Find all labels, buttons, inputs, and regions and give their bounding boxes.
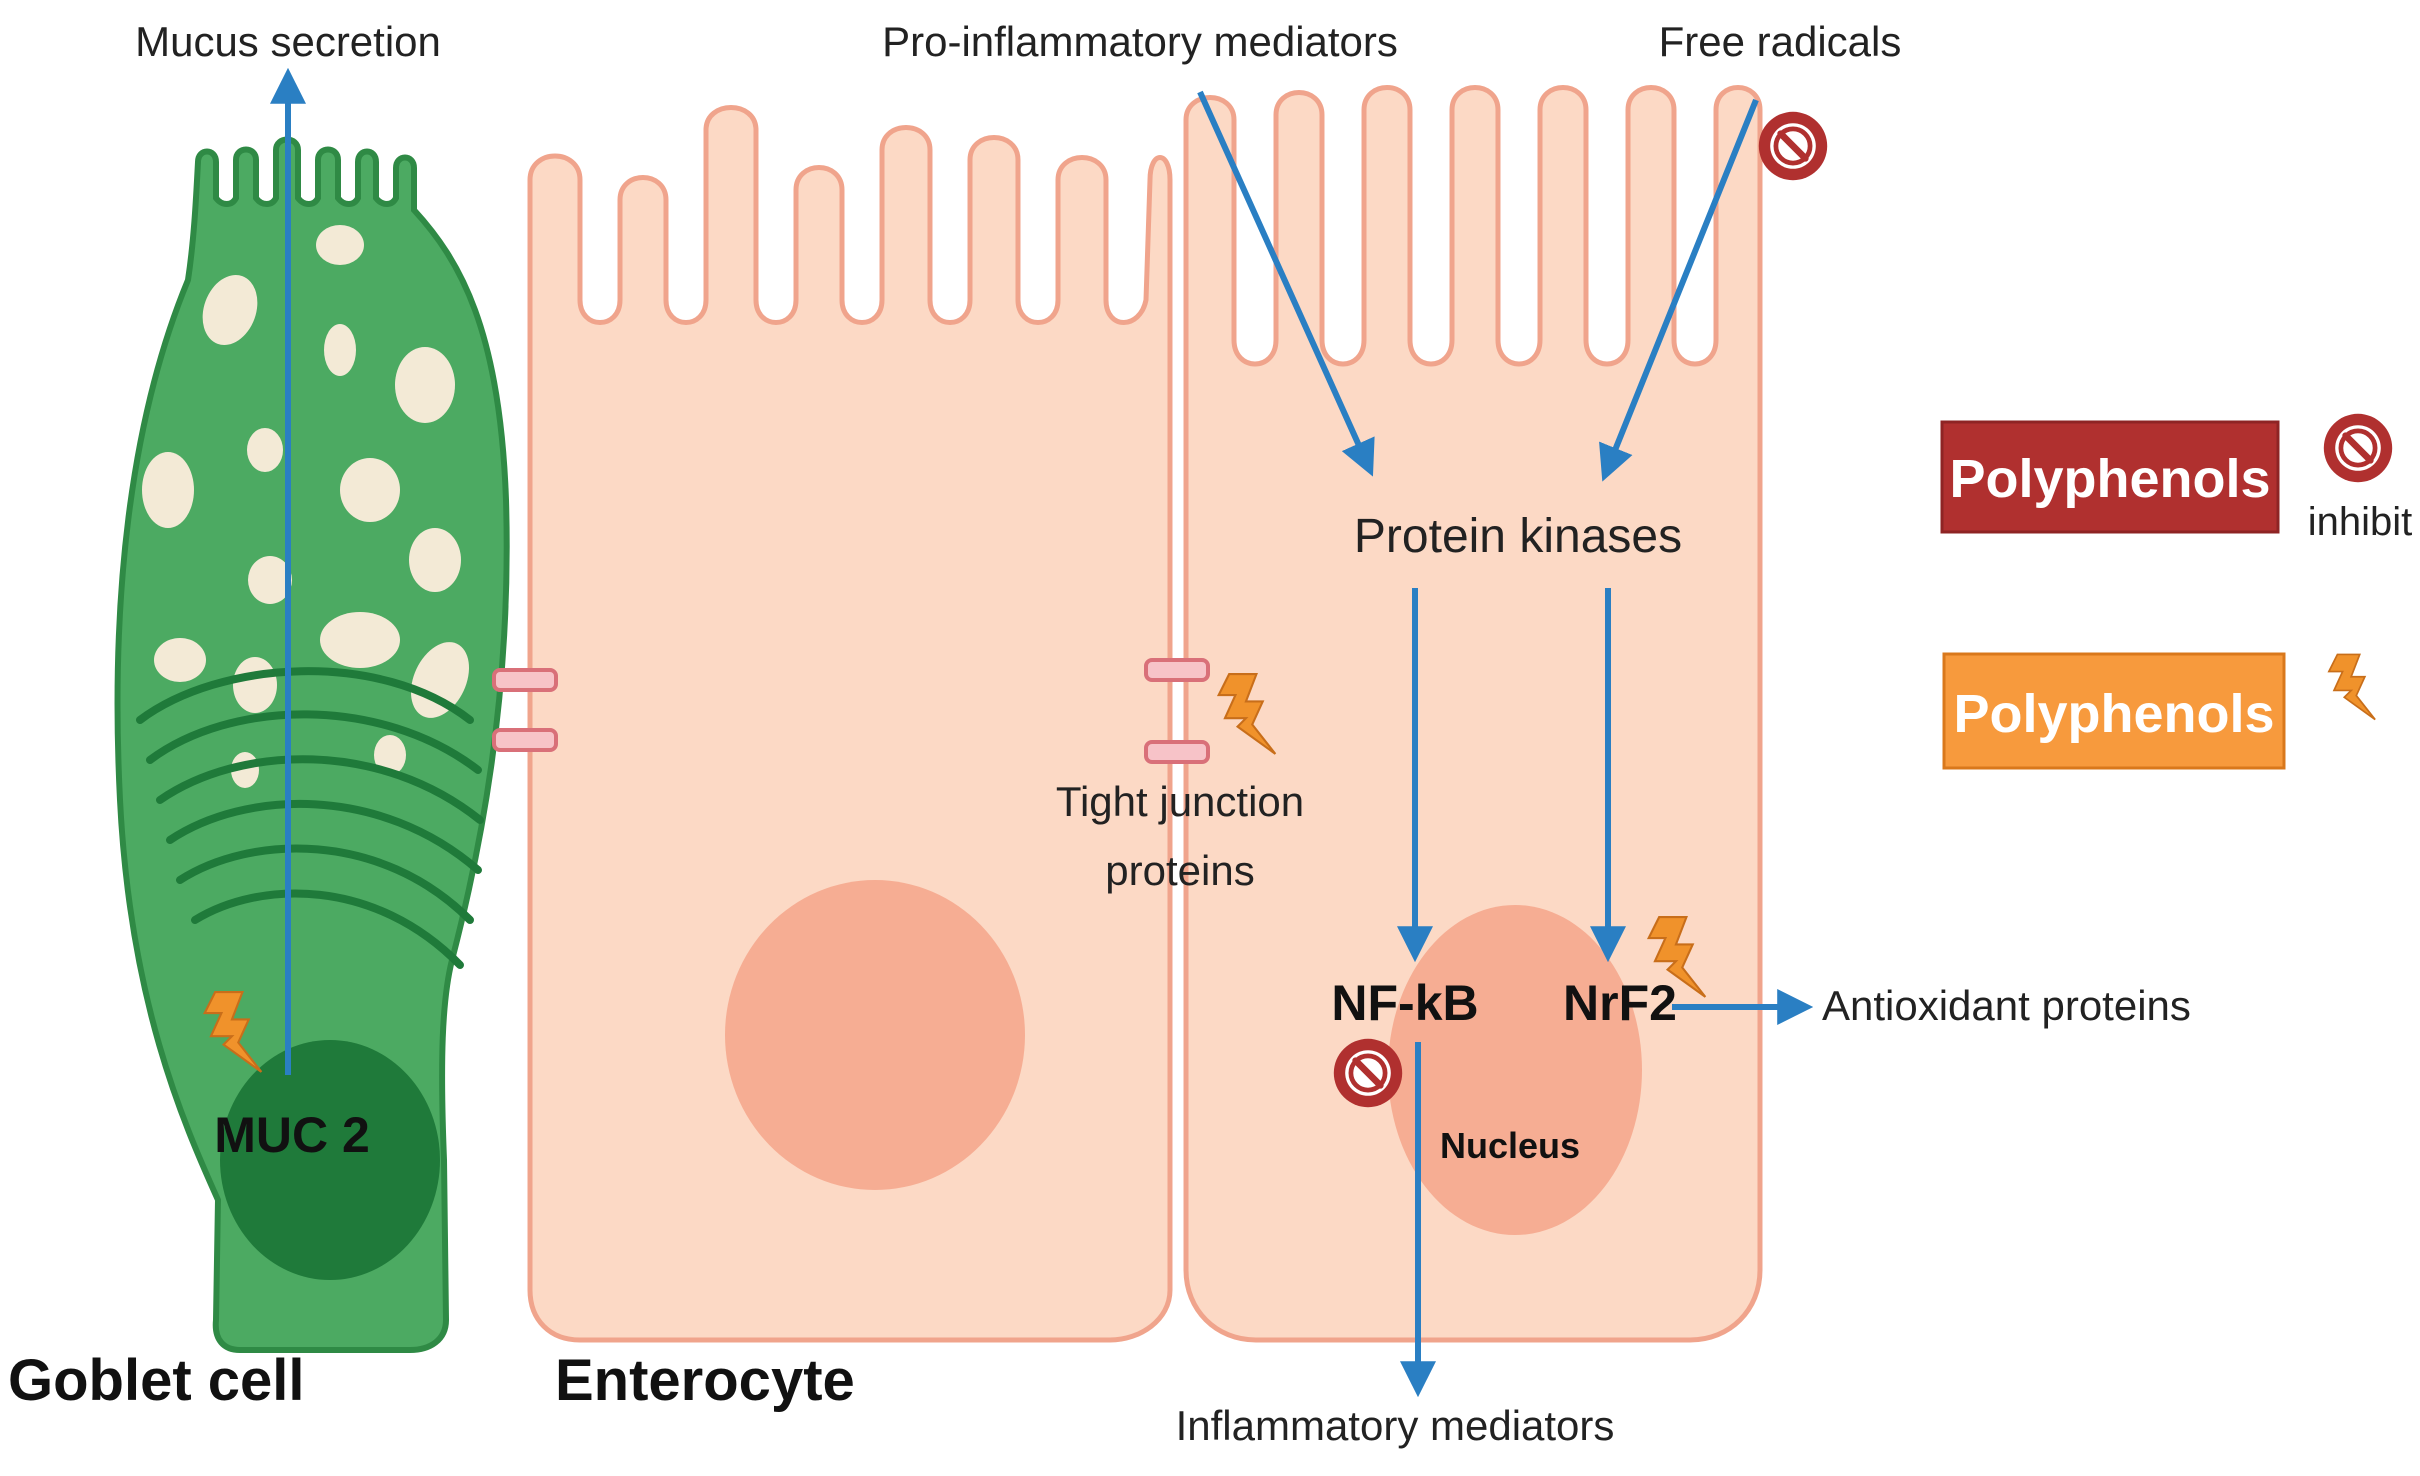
label-pro-inflammatory: Pro-inflammatory mediators xyxy=(882,18,1398,65)
arrow-free-radicals xyxy=(1599,98,1759,482)
label-inflammatory-mediators: Inflammatory mediators xyxy=(1176,1402,1615,1449)
goblet-cell-body xyxy=(114,136,510,1353)
label-goblet-cell: Goblet cell xyxy=(8,1348,305,1413)
legend: Polyphenols inhibit Polyphenols xyxy=(1940,420,2413,770)
label-tight-junction-1: Tight junction xyxy=(1056,778,1304,825)
lightning-bolt-icon xyxy=(2327,653,2377,721)
label-nfkb: NF-kB xyxy=(1331,975,1478,1031)
inhibit-icon xyxy=(2324,414,2392,482)
label-nrf2: NrF2 xyxy=(1563,975,1677,1031)
label-nucleus: Nucleus xyxy=(1440,1125,1580,1166)
enterocyte-nucleus-2 xyxy=(1388,905,1642,1235)
legend-inhibit-label: Polyphenols xyxy=(1949,449,2270,509)
legend-activate-box xyxy=(1942,652,2286,770)
pathway-arrows xyxy=(270,67,1814,1398)
goblet-er-arcs xyxy=(136,667,484,969)
tight-junctions xyxy=(492,658,1210,764)
label-free-radicals: Free radicals xyxy=(1659,18,1902,65)
arrow-pro-inflammatory xyxy=(1197,90,1375,477)
legend-activate-label: Polyphenols xyxy=(1953,684,2274,744)
inhibit-icon xyxy=(1334,1039,1402,1107)
muc2-nucleus xyxy=(220,1040,440,1280)
label-protein-kinases: Protein kinases xyxy=(1354,510,1682,563)
label-mucus-secretion: Mucus secretion xyxy=(135,18,441,65)
label-antioxidant-proteins: Antioxidant proteins xyxy=(1822,982,2191,1029)
legend-inhibit-box xyxy=(1940,420,2280,534)
label-muc2: MUC 2 xyxy=(214,1107,370,1163)
label-enterocyte: Enterocyte xyxy=(555,1348,855,1413)
goblet-granules xyxy=(142,225,470,788)
inhibit-icon xyxy=(1759,112,1827,180)
legend-inhibit-caption: inhibit xyxy=(2308,500,2413,544)
label-tight-junction-2: proteins xyxy=(1105,847,1254,894)
enterocyte-nucleus-1 xyxy=(725,880,1025,1190)
